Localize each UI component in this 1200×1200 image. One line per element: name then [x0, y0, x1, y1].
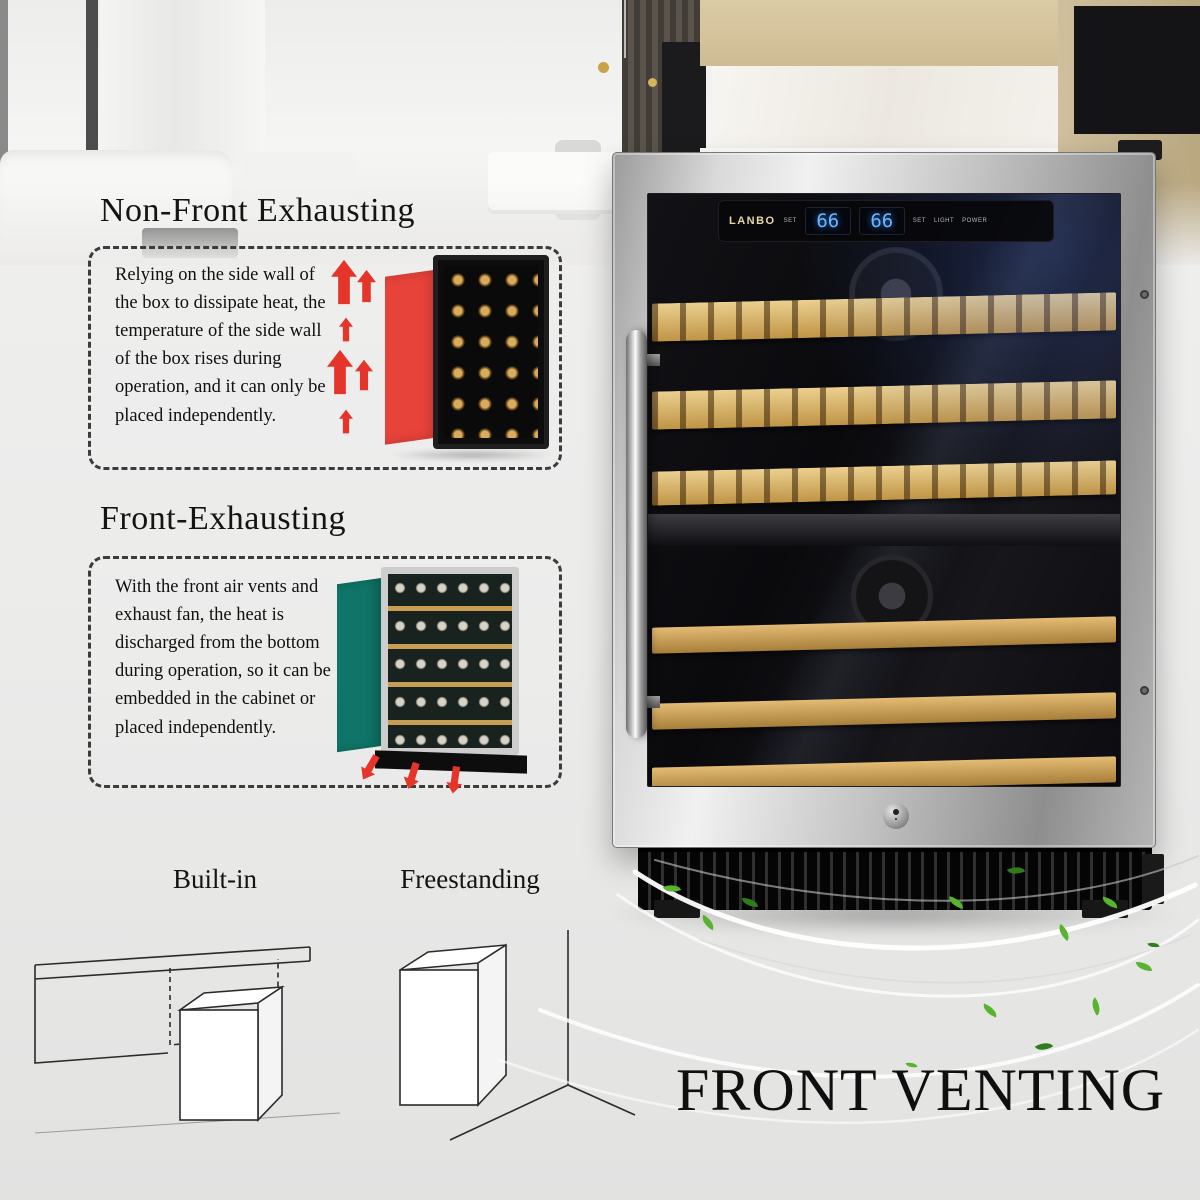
temp-display-lower: 66 [858, 207, 905, 235]
up-arrow-icon [327, 349, 353, 400]
handle-mount [645, 696, 660, 708]
kitchen-window-frame [0, 0, 8, 200]
side-vent-cooler-illustration [327, 253, 557, 465]
wood-shelf [652, 616, 1116, 654]
wine-bottles-pattern [390, 576, 510, 746]
front-vent-grille [638, 848, 1152, 910]
built-in-diagram [34, 946, 341, 1134]
kitchen-backsplash [712, 66, 1062, 150]
kitchen-window-frame [86, 0, 98, 152]
wood-shelf [388, 720, 512, 725]
up-arrow-icon [357, 269, 376, 308]
wood-shelf [652, 380, 1116, 430]
wood-shelf [652, 292, 1116, 342]
frame-screw [1140, 290, 1149, 299]
leaf-icon [1136, 962, 1152, 971]
control-panel: LANBO SET 66 66 SET LIGHT POWER [718, 200, 1054, 242]
built-in-label: Built-in [172, 864, 257, 894]
leaf-icon [980, 1003, 1000, 1018]
kitchen-pendant-cord [624, 0, 626, 58]
teal-side-panel [337, 577, 383, 753]
brand-logo: LANBO [729, 215, 776, 227]
door-lock [883, 803, 909, 829]
wood-shelf [652, 460, 1116, 506]
cooler-foot [654, 900, 700, 918]
down-arrow-icon [356, 747, 386, 784]
wood-shelf [388, 606, 512, 611]
red-side-panel [385, 269, 439, 445]
front-exhausting-text: With the front air vents and exhaust fan… [115, 577, 331, 738]
cooling-fan-icon [848, 246, 944, 342]
down-arrow-icon [445, 760, 465, 795]
leaf-icon [1034, 1038, 1054, 1055]
wood-shelf [388, 644, 512, 649]
front-exhausting-box: With the front air vents and exhaust fan… [88, 556, 562, 794]
leaf-icon [1147, 940, 1160, 950]
installation-diagrams [34, 930, 636, 1141]
non-front-exhausting-box: Relying on the side wall of the box to d… [88, 246, 562, 470]
kitchen-oven-column [662, 42, 706, 166]
non-front-exhausting-title: Non-Front Exhausting [100, 192, 416, 229]
power-button: POWER [962, 218, 988, 224]
illustration-shadow [387, 449, 557, 461]
hinge-bracket [1142, 854, 1164, 904]
set-button: SET [912, 218, 926, 224]
wood-shelf [652, 692, 1116, 730]
wine-cooler: LANBO SET 66 66 SET LIGHT POWER [612, 140, 1164, 920]
door-handle [626, 330, 647, 738]
wood-shelf [388, 682, 512, 687]
kitchen-tv [1074, 6, 1200, 134]
cooling-fan-icon [850, 554, 934, 638]
up-arrow-icon [331, 259, 357, 310]
kitchen-curtain [100, 0, 265, 165]
front-venting-headline: FRONT VENTING [676, 1057, 1166, 1123]
down-arrow-icon [401, 755, 426, 791]
cooler-front [433, 255, 549, 449]
set-button: SET [783, 218, 797, 224]
leaf-icon [1087, 997, 1105, 1016]
frame-screw [1140, 686, 1149, 695]
temp-display-upper: 66 [804, 207, 851, 235]
kitchen-pendant-lamp [598, 62, 609, 73]
cooler-glass-front [381, 567, 519, 755]
freestanding-label: Freestanding [400, 864, 540, 894]
stainless-door-frame: LANBO SET 66 66 SET LIGHT POWER [612, 152, 1156, 848]
front-exhausting-title: Front-Exhausting [100, 500, 346, 537]
wood-shelf [652, 756, 1116, 786]
freestanding-diagram [399, 930, 636, 1141]
non-front-exhausting-text: Relying on the side wall of the box to d… [115, 265, 326, 426]
glass-door: LANBO SET 66 66 SET LIGHT POWER [647, 193, 1121, 787]
up-arrow-icon [339, 317, 353, 347]
wine-bottles-pattern [444, 266, 538, 438]
light-button: LIGHT [933, 218, 955, 224]
up-arrow-icon [339, 409, 353, 439]
front-vent-cooler-illustration [337, 565, 555, 794]
handle-mount [645, 354, 660, 366]
dual-zone-divider [648, 514, 1120, 546]
up-arrow-icon [355, 359, 373, 396]
kitchen-pendant-lamp [648, 78, 657, 87]
